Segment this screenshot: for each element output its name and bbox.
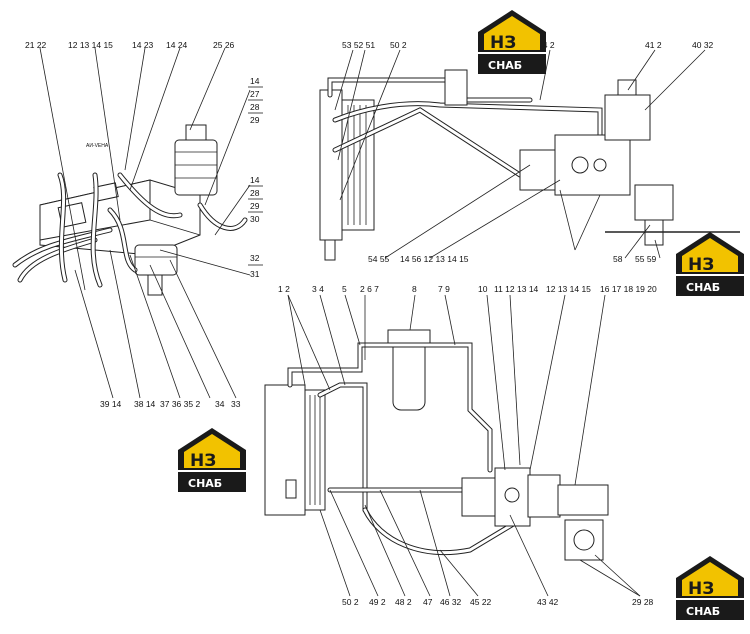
label-33: 33 <box>231 399 241 409</box>
label-34: 34 <box>215 399 225 409</box>
label-39-14: 39 14 <box>100 399 122 409</box>
label-r14a: 14 <box>250 76 260 86</box>
label-53-52-51: 53 52 51 <box>342 40 375 50</box>
logo-letters: НЗ <box>688 255 714 275</box>
radiator-core <box>341 99 375 231</box>
label-r31: 31 <box>250 269 260 279</box>
top-right-view: 53 52 51 50 2 44 2 41 2 40 32 54 55 14 5… <box>319 40 740 264</box>
logo-word: СНАБ <box>686 281 720 294</box>
label-5: 5 <box>342 284 347 294</box>
label-48-2: 48 2 <box>395 597 412 607</box>
label-41-2: 41 2 <box>645 40 662 50</box>
logo-left: НЗ СНАБ <box>178 428 246 492</box>
right-motor <box>634 184 674 221</box>
label-3-4: 3 4 <box>312 284 324 294</box>
label-r30: 30 <box>250 214 260 224</box>
label-11-12-13-14: 11 12 13 14 <box>494 284 539 294</box>
logo-letters: НЗ <box>190 451 216 471</box>
logo-letters: НЗ <box>490 33 516 53</box>
label-44-2: 44 2 <box>538 40 555 50</box>
label-2-6-7: 2 6 7 <box>360 284 379 294</box>
label-r29a: 29 <box>250 115 260 125</box>
label-58: 58 <box>613 254 623 264</box>
label-14-56-12-13-14-15: 14 56 12 13 14 15 <box>400 254 469 264</box>
label-16-17-18-19-20: 16 17 18 19 20 <box>600 284 657 294</box>
label-38-14: 38 14 <box>134 399 156 409</box>
bottom-pump-c <box>527 474 561 518</box>
label-29-28: 29 28 <box>632 597 654 607</box>
label-50-2-top: 50 2 <box>390 40 407 50</box>
label-12-13-14-15-b: 12 13 14 15 <box>546 284 591 294</box>
label-25-26: 25 26 <box>213 40 235 50</box>
logo-word: СНАБ <box>488 59 522 72</box>
label-21-22: 21 22 <box>25 40 47 50</box>
radiator-left <box>319 89 343 241</box>
bottom-view: 1 2 3 4 5 2 6 7 8 7 9 10 11 12 13 14 12 … <box>264 284 657 607</box>
left-view: 21 22 12 13 14 15 14 23 14 24 25 26 АИ-V… <box>12 40 263 409</box>
label-43-42: 43 42 <box>537 597 559 607</box>
top-filter-bracket <box>444 69 468 106</box>
bottom-radiator <box>264 384 306 516</box>
label-46-32: 46 32 <box>440 597 462 607</box>
label-7-9: 7 9 <box>438 284 450 294</box>
label-8: 8 <box>412 284 417 294</box>
bottom-filter <box>392 339 426 411</box>
label-50-2-b: 50 2 <box>342 597 359 607</box>
bottom-motor <box>557 484 609 516</box>
top-motor <box>604 94 651 141</box>
logo-bottom-right: НЗ СНАБ <box>676 556 744 620</box>
logo-word: СНАБ <box>686 605 720 618</box>
label-r32: 32 <box>250 253 260 263</box>
label-40-32: 40 32 <box>692 40 714 50</box>
pump-body-a <box>519 149 561 191</box>
label-47: 47 <box>423 597 433 607</box>
label-45-22: 45 22 <box>470 597 492 607</box>
pump-body-b <box>554 134 631 196</box>
annotation-text: АИ-VЕНА <box>86 143 109 149</box>
label-r14b: 14 <box>250 175 260 185</box>
label-10: 10 <box>478 284 488 294</box>
label-1-2: 1 2 <box>278 284 290 294</box>
label-12-13-14-15: 12 13 14 15 <box>68 40 113 50</box>
label-r28b: 28 <box>250 188 260 198</box>
label-r27: 27 <box>250 89 260 99</box>
label-37-36-35-2: 37 36 35 2 <box>160 399 200 409</box>
left-pump-motor <box>134 244 178 276</box>
label-55-59: 55 59 <box>635 254 657 264</box>
logo-letters: НЗ <box>688 579 714 599</box>
logo-top: НЗ СНАБ <box>478 10 546 74</box>
label-14-24: 14 24 <box>166 40 188 50</box>
logo-right: НЗ СНАБ <box>676 232 744 296</box>
label-r28a: 28 <box>250 102 260 112</box>
left-filter-cylinder <box>174 139 218 196</box>
logo-word: СНАБ <box>188 477 222 490</box>
label-14-23: 14 23 <box>132 40 154 50</box>
label-49-2: 49 2 <box>369 597 386 607</box>
label-r29b: 29 <box>250 201 260 211</box>
label-54-55: 54 55 <box>368 254 390 264</box>
